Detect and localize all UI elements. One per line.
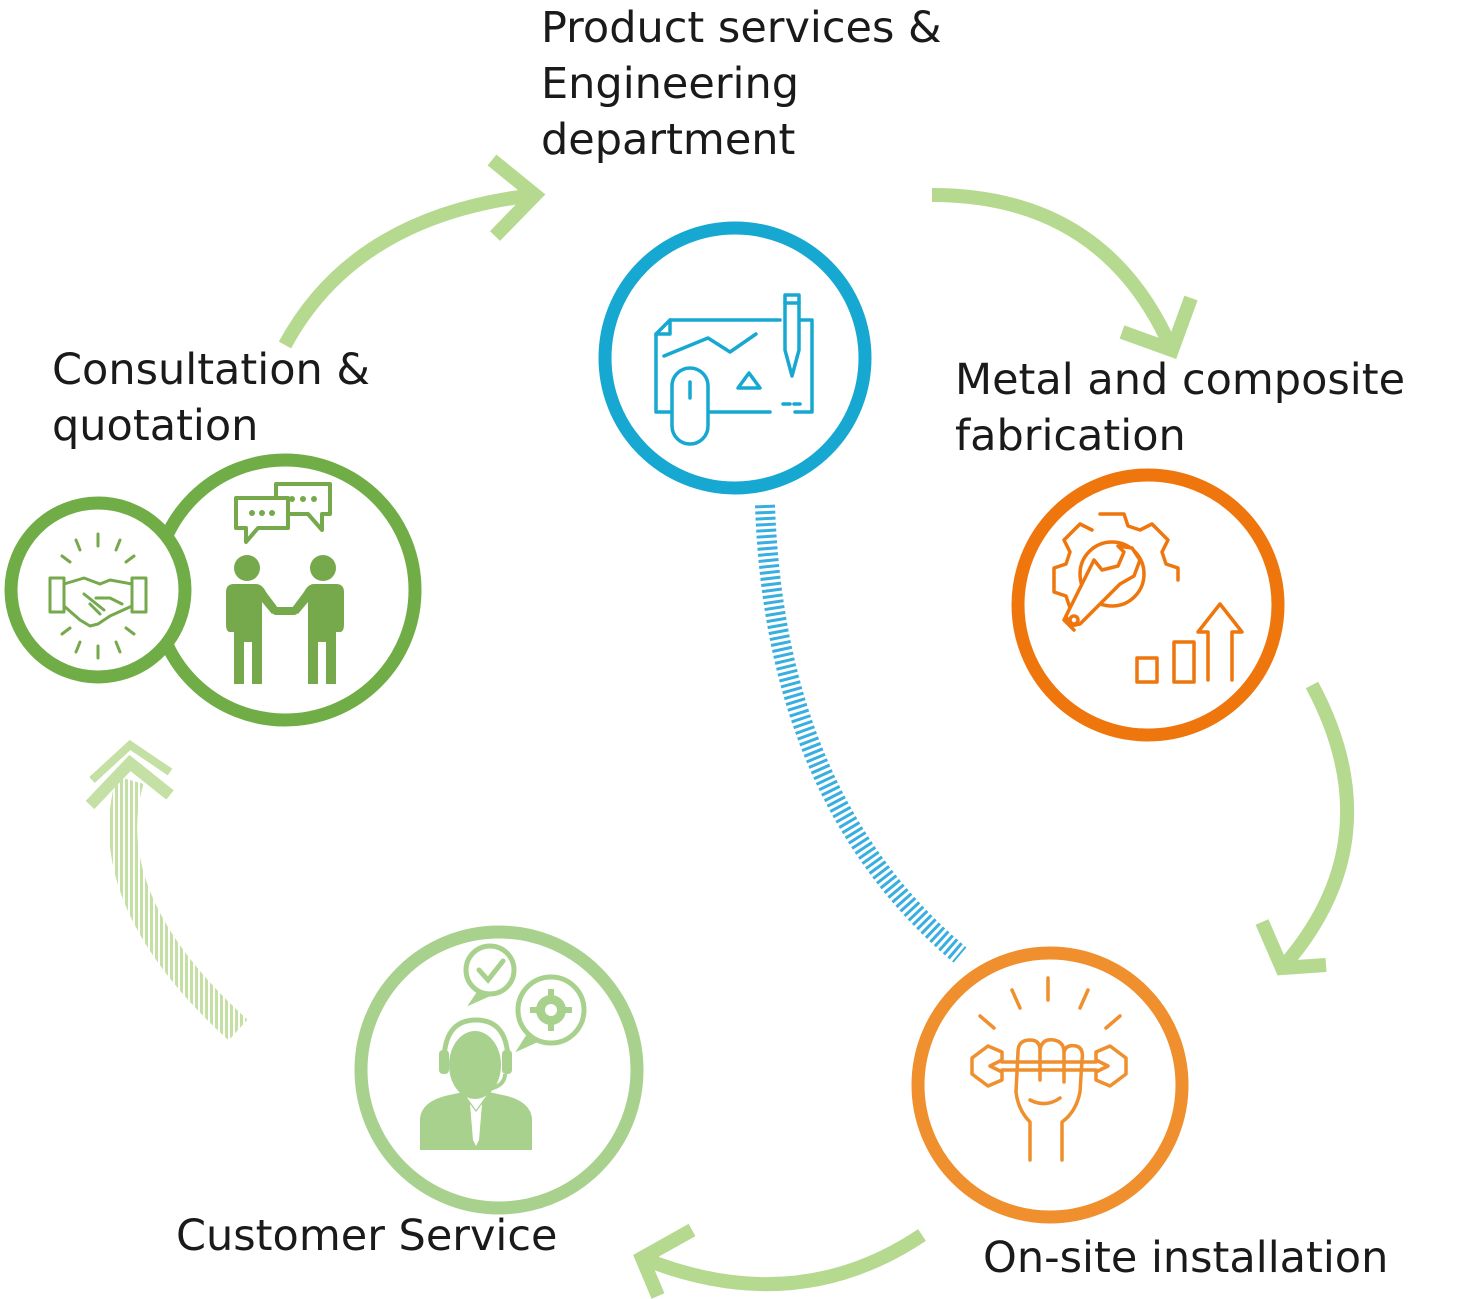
consultation-stage [4, 453, 422, 727]
consultation-label-line-2: quotation [52, 401, 259, 451]
arrow-installation-to-customer-service [633, 1223, 926, 1299]
customer-service-label: Customer Service [176, 1208, 557, 1264]
support-agent-icon [420, 943, 587, 1150]
installation-stage [911, 946, 1189, 1224]
engineering-label-line-1: Product services & [541, 3, 942, 53]
engineering-stage [598, 221, 872, 495]
customer-service-stage [354, 925, 644, 1215]
consultation-label-line-1: Consultation & [52, 345, 370, 395]
engineering-blueprint-icon [654, 293, 814, 446]
arrow-consultation-to-engineering [278, 154, 546, 349]
fabrication-label-line-1: Metal and composite [955, 355, 1406, 405]
fabrication-label: Metal and composite fabrication [955, 352, 1405, 464]
engineering-label: Product services & Engineering departmen… [541, 0, 942, 168]
arrow-engineering-to-fabrication [931, 188, 1198, 359]
fabrication-label-line-2: fabrication [955, 411, 1186, 461]
engineering-label-line-3: department [541, 115, 796, 165]
consultation-label: Consultation & quotation [52, 342, 370, 454]
arrow-fabrication-to-installation [1255, 681, 1355, 976]
customer-service-label-line-1: Customer Service [176, 1211, 558, 1261]
installation-label: On-site installation [983, 1230, 1388, 1286]
raised-fist-wrench-icon [970, 976, 1128, 1162]
arrow-customer-service-to-consultation [85, 739, 248, 1041]
fabrication-stage [1011, 468, 1285, 742]
engineering-to-installation-connector [755, 504, 967, 963]
installation-label-line-1: On-site installation [983, 1233, 1389, 1283]
engineering-label-line-2: Engineering [541, 59, 799, 109]
gear-wrench-growth-icon [1052, 512, 1244, 684]
two-people-talking-icon [226, 482, 344, 684]
handshake-icon [48, 532, 148, 660]
